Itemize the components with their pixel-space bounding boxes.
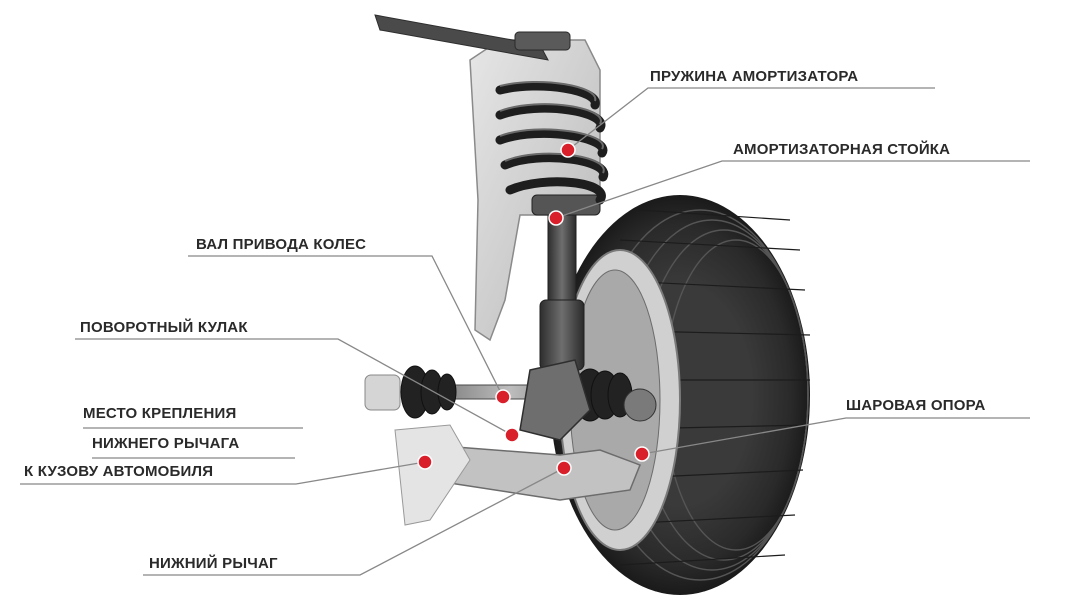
leader-lines: [20, 87, 1030, 576]
label-knuckle: ПОВОРОТНЫЙ КУЛАК: [80, 319, 248, 336]
label-lower-arm: НИЖНИЙ РЫЧАГ: [149, 555, 278, 572]
shock-strut: [531, 194, 601, 371]
marker-mount: [417, 454, 433, 470]
label-mount-line1: МЕСТО КРЕПЛЕНИЯ: [83, 405, 237, 422]
marker-lower-arm: [556, 460, 572, 476]
label-ball-joint: ШАРОВАЯ ОПОРА: [846, 397, 986, 414]
label-mount-line3: К КУЗОВУ АВТОМОБИЛЯ: [24, 463, 214, 480]
marker-spring: [560, 142, 576, 158]
marker-ball-joint: [634, 446, 650, 462]
marker-strut: [548, 210, 564, 226]
label-strut: АМОРТИЗАТОРНАЯ СТОЙКА: [733, 141, 951, 158]
lower-control-arm: [394, 424, 641, 526]
label-spring: ПРУЖИНА АМОРТИЗАТОРА: [650, 68, 859, 85]
markers: [417, 142, 650, 476]
label-drive-shaft: ВАЛ ПРИВОДА КОЛЕС: [196, 236, 367, 253]
label-mount-line2: НИЖНЕГО РЫЧАГА: [92, 435, 240, 452]
marker-knuckle: [504, 427, 520, 443]
steering-knuckle: [519, 359, 657, 441]
marker-drive-shaft: [495, 389, 511, 405]
